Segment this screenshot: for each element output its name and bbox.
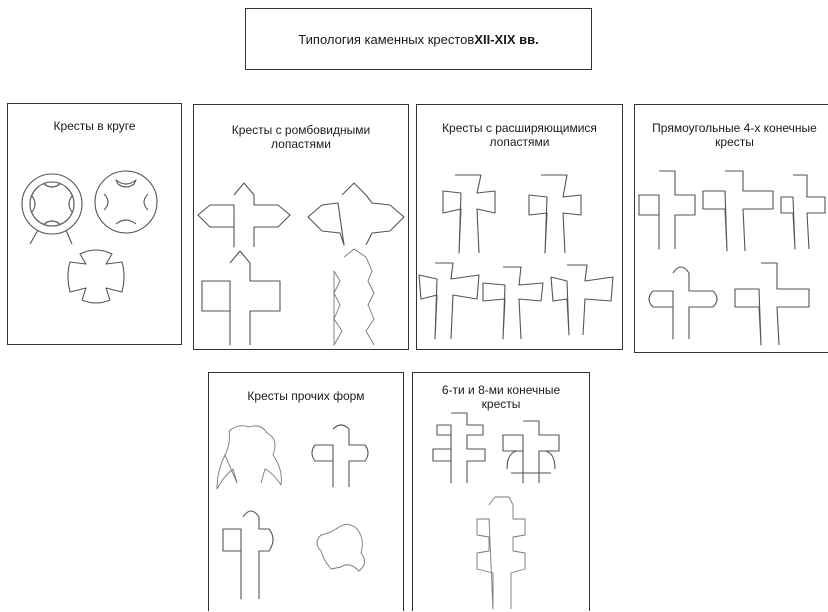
rhomboid-cross-1 <box>197 182 291 248</box>
rhomboid-cross-3 <box>201 250 281 346</box>
rect-cross-4 <box>648 266 718 340</box>
diagram-title-bold: XII-XIX вв. <box>474 31 539 47</box>
rect-cross-2 <box>702 170 774 252</box>
panel-figures <box>21 170 158 304</box>
widening-cross-4 <box>482 266 544 340</box>
rhomboid-cross-4 <box>333 248 375 346</box>
rhomboid-cross-2 <box>307 182 405 246</box>
panel-figures <box>216 424 369 600</box>
panel-title: 6-ти и 8-ми конечные кресты <box>441 383 561 411</box>
widening-cross-5 <box>550 264 614 336</box>
panel-figures <box>432 412 560 610</box>
other-cross-4 <box>316 524 365 572</box>
circle-cross-1 <box>21 173 83 245</box>
panel-rhomboid-crosses: Кресты с ромбовидными лопастями <box>193 104 409 350</box>
panel-crosses-in-circle: Кресты в круге <box>7 103 182 345</box>
panel-title: Кресты прочих форм <box>247 389 365 403</box>
widening-cross-2 <box>528 174 582 254</box>
panel-figures <box>418 174 614 340</box>
diagram-title-main: Типология каменных крестов <box>298 31 475 47</box>
panel-title: Кресты с расширяющимися лопастями <box>442 121 597 149</box>
panel-figures <box>638 170 826 346</box>
other-cross-2 <box>311 424 369 488</box>
panel-widening-crosses: Кресты с расширяющимися лопастями <box>416 104 623 350</box>
panel-figures <box>197 182 405 346</box>
panel-other-crosses: Кресты прочих форм <box>208 372 404 611</box>
six-point-cross <box>432 412 486 484</box>
panel-title: Кресты с ромбовидными лопастями <box>231 123 371 151</box>
circle-cross-3 <box>67 249 125 304</box>
other-cross-3 <box>222 510 274 600</box>
rect-cross-5 <box>734 262 810 346</box>
panel-title: Кресты в круге <box>53 119 136 133</box>
panel-title: Прямоугольные 4-х конечные кресты <box>652 121 817 149</box>
eight-point-cross-3 <box>476 496 526 610</box>
other-cross-1 <box>216 425 282 490</box>
widening-cross-3 <box>418 262 480 340</box>
circle-cross-2 <box>94 170 158 234</box>
widening-cross-1 <box>442 174 496 254</box>
rect-cross-3 <box>780 174 826 250</box>
eight-point-cross-in-circle <box>502 420 560 484</box>
diagram-title: Типология каменных крестов XII-XIX вв. <box>245 8 592 70</box>
panel-rectangular-crosses: Прямоугольные 4-х конечные кресты <box>634 104 828 353</box>
panel-six-eight-crosses: 6-ти и 8-ми конечные кресты <box>412 372 590 611</box>
rect-cross-1 <box>638 170 696 250</box>
